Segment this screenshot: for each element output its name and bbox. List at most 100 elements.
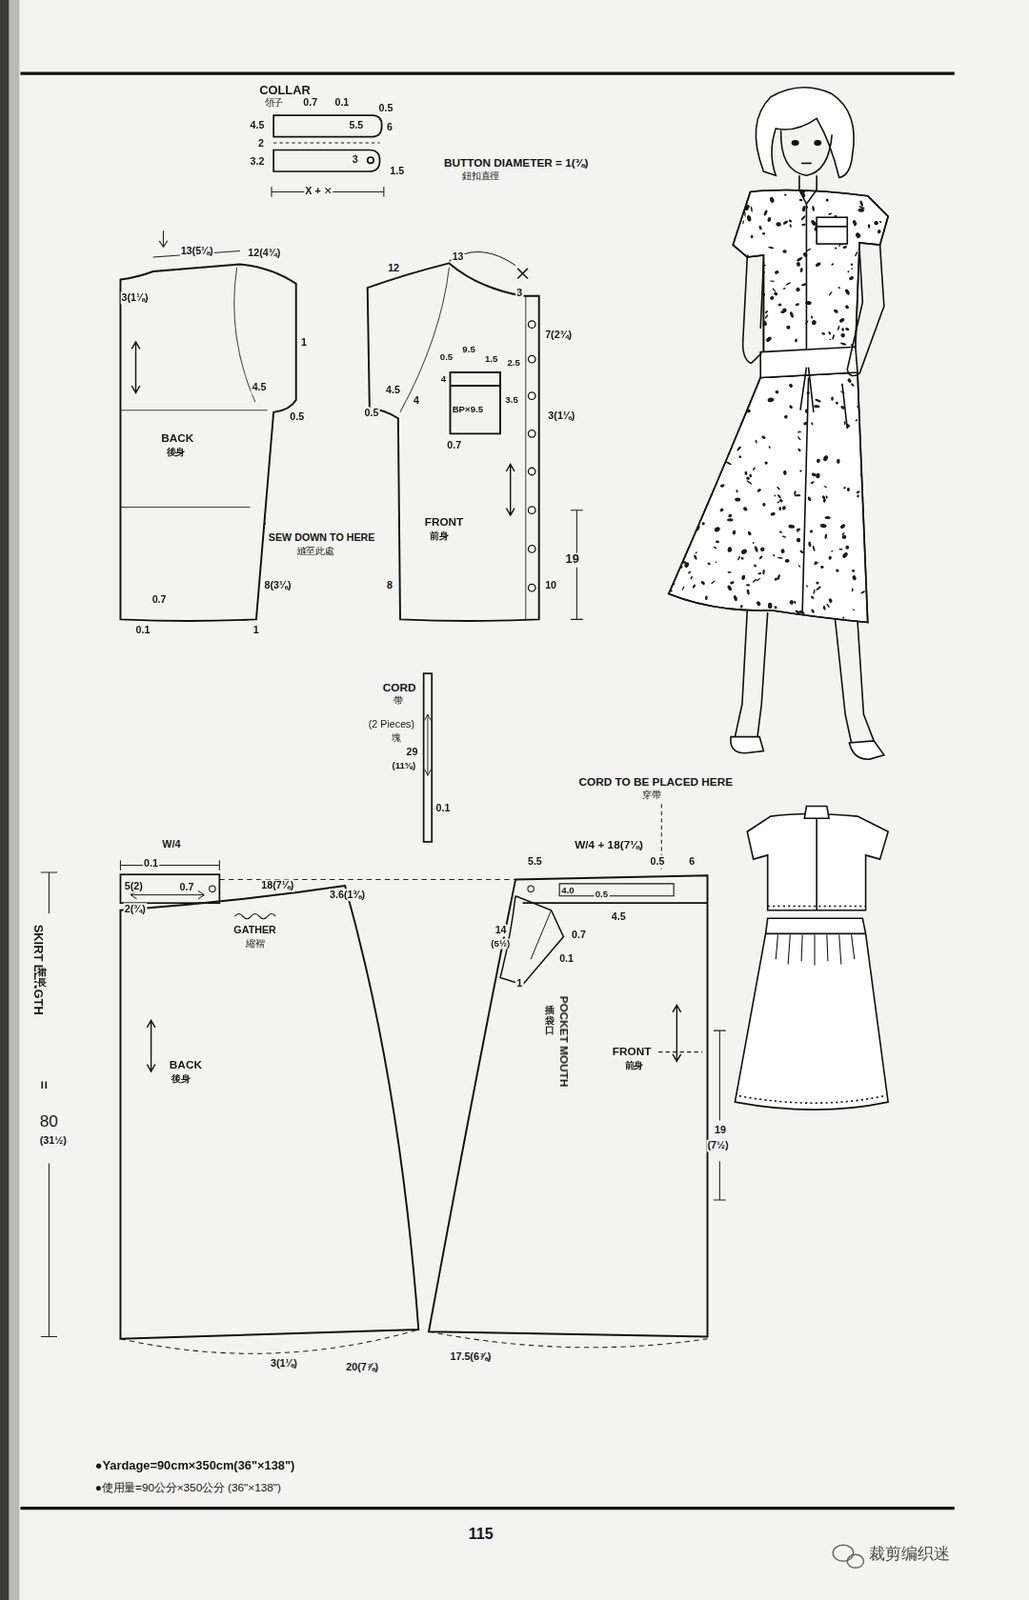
print-pattern: [686, 226, 691, 231]
print-pattern: [692, 554, 698, 561]
print-pattern: [766, 216, 772, 222]
print-pattern: [887, 285, 891, 290]
dimension-number: 0.5: [363, 407, 380, 420]
print-pattern: [800, 215, 807, 222]
print-pattern: [844, 304, 849, 310]
print-pattern: [867, 223, 871, 229]
print-pattern: [875, 192, 881, 199]
print-pattern: [812, 589, 816, 595]
dimension-number: 0.5: [288, 411, 305, 424]
piece-name: BACK: [161, 431, 194, 445]
print-pattern: [684, 244, 687, 248]
print-pattern: [794, 302, 800, 307]
print-pattern: [811, 205, 816, 213]
print-pattern: [831, 334, 835, 341]
print-pattern: [738, 455, 743, 460]
print-pattern: [778, 530, 783, 534]
print-pattern: [822, 454, 829, 463]
pattern-note: X + ✕: [303, 184, 333, 197]
watermark-icon: [832, 1545, 864, 1569]
print-pattern: [782, 535, 787, 539]
dimension-number: 4.5: [251, 382, 268, 394]
piece-name: 後身: [171, 1073, 190, 1085]
print-pattern: [810, 472, 817, 478]
print-pattern: [794, 338, 799, 343]
dimension-number: 19: [564, 553, 581, 568]
print-pattern: [732, 269, 737, 274]
print-pattern: [715, 561, 718, 564]
print-pattern: [815, 581, 819, 585]
dimension-number: 6: [385, 121, 394, 134]
dress-figure: [801, 162, 812, 165]
print-pattern: [751, 313, 755, 320]
dimension-number: 3.2: [248, 155, 265, 167]
pattern-note: POCKET MOUTH: [558, 995, 572, 1090]
print-pattern: [691, 329, 699, 335]
button-symbol: [527, 584, 536, 592]
pattern-note: 塊: [390, 732, 403, 744]
print-pattern: [663, 394, 666, 399]
print-pattern: [710, 484, 715, 489]
print-pattern: [778, 302, 783, 306]
print-pattern: [825, 516, 831, 520]
print-pattern: [714, 251, 722, 258]
print-pattern: [876, 529, 881, 534]
construction-line: [400, 267, 449, 413]
print-pattern: [719, 347, 724, 352]
print-pattern: [750, 205, 754, 213]
print-pattern: [843, 485, 847, 490]
print-pattern: [845, 544, 850, 550]
print-pattern: [738, 318, 743, 323]
dress-figure: [730, 737, 765, 754]
dimension-number: 4: [440, 373, 448, 384]
print-pattern: [701, 522, 706, 526]
print-pattern: [835, 568, 840, 573]
print-pattern: [866, 253, 870, 258]
print-pattern: [844, 288, 851, 297]
print-pattern: [839, 523, 847, 529]
pattern-note: 插袋口: [544, 1005, 555, 1038]
print-pattern: [715, 540, 720, 544]
print-pattern: [665, 263, 670, 268]
print-pattern: [706, 318, 711, 324]
print-pattern: [735, 291, 742, 296]
print-pattern: [773, 605, 778, 610]
print-pattern: [699, 420, 704, 424]
dimension-line: [120, 860, 220, 871]
skirt-sketch: [775, 934, 855, 966]
print-pattern: [867, 327, 871, 333]
blouse-sketch: [767, 906, 867, 908]
print-pattern: [797, 564, 801, 568]
print-pattern: [883, 606, 888, 611]
print-pattern: [788, 311, 794, 319]
print-pattern: [721, 198, 726, 204]
pattern-note: 穿帶: [641, 789, 662, 801]
dress-figure: [816, 225, 848, 228]
print-pattern: [849, 262, 853, 266]
print-pattern: [695, 193, 699, 199]
print-pattern: [864, 379, 871, 385]
print-pattern: [781, 505, 787, 512]
waistband: [209, 886, 216, 892]
waistband: [523, 902, 708, 905]
grain-arrow: [672, 1005, 682, 1062]
print-pattern: [768, 295, 775, 302]
print-pattern: [741, 574, 747, 581]
print-pattern: [824, 533, 828, 540]
print-pattern: [807, 541, 812, 547]
collar-piece: [273, 115, 383, 172]
print-pattern: [884, 299, 888, 305]
print-pattern: [879, 548, 885, 553]
print-pattern: [838, 317, 846, 323]
print-pattern: [740, 556, 745, 561]
button-symbol: [527, 392, 536, 401]
print-pattern: [859, 415, 864, 421]
dimension-number: 7(2¾): [544, 328, 573, 341]
print-pattern: [802, 205, 807, 213]
print-pattern: [797, 436, 802, 442]
print-pattern: [807, 496, 812, 502]
print-pattern: [886, 294, 892, 301]
print-pattern: [758, 224, 763, 230]
dimension-number: 5(2): [123, 881, 144, 893]
dress-figure: [799, 189, 817, 352]
